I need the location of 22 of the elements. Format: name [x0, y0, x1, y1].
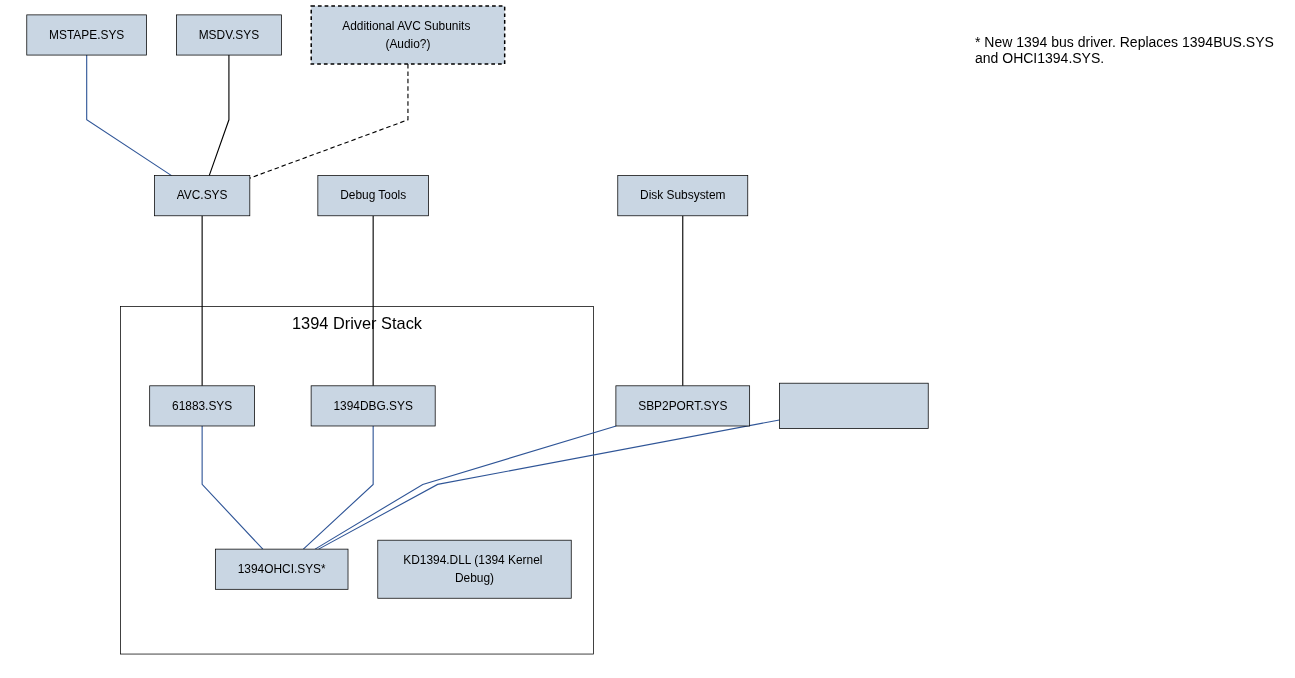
- node-box: AVC.SYS: [154, 175, 251, 217]
- node-box: Debug Tools: [317, 175, 429, 217]
- connector: [201, 215, 203, 387]
- node-box: KD1394.DLL (1394 Kernel Debug): [377, 539, 572, 599]
- connector: [318, 419, 780, 550]
- node-box: 1394OHCI.SYS*: [215, 548, 349, 590]
- node-box: Disk Subsystem: [617, 175, 749, 217]
- connector: [682, 215, 684, 387]
- connector: [208, 54, 230, 177]
- node-box: MSTAPE.SYS: [26, 14, 147, 56]
- connector: [372, 215, 374, 387]
- node-box: MSDV.SYS: [176, 14, 282, 56]
- node-box: SBP2PORT.SYS: [615, 385, 750, 427]
- node-box: 1394DBG.SYS: [310, 385, 436, 427]
- node-box: 61883.SYS: [149, 385, 255, 427]
- node-box: Additional AVC Subunits (Audio?): [310, 5, 506, 65]
- connector: [302, 425, 374, 550]
- footnote-text: * New 1394 bus driver. Replaces 1394BUS.SYS and OHCI1394.SYS.: [975, 34, 1275, 66]
- connector: [201, 425, 264, 550]
- connector: [314, 425, 617, 550]
- connector: [86, 54, 173, 177]
- node-box: [779, 382, 929, 429]
